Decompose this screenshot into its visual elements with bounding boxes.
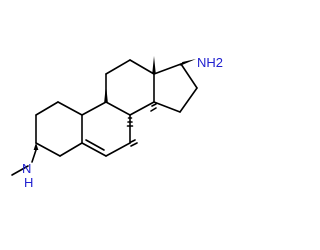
ring-a <box>35 101 83 157</box>
amine-wedge-c17 <box>179 59 196 66</box>
n-methyl-bond <box>11 149 37 176</box>
ring-b <box>81 101 131 157</box>
hash-c9 <box>130 139 138 147</box>
nh-n-label: N <box>22 161 31 176</box>
nh-h-label: H <box>24 175 33 190</box>
amine-wedge-c3-body <box>33 143 39 150</box>
nh2-label: NH2 <box>197 55 223 70</box>
hash-c8 <box>126 117 134 127</box>
molecule-structure: NH2 N H <box>11 55 223 190</box>
ring-d <box>153 63 198 113</box>
hash-c14 <box>150 103 157 112</box>
methyl-wedge-c13 <box>152 56 156 74</box>
methyl-wedge-c10 <box>104 84 108 102</box>
